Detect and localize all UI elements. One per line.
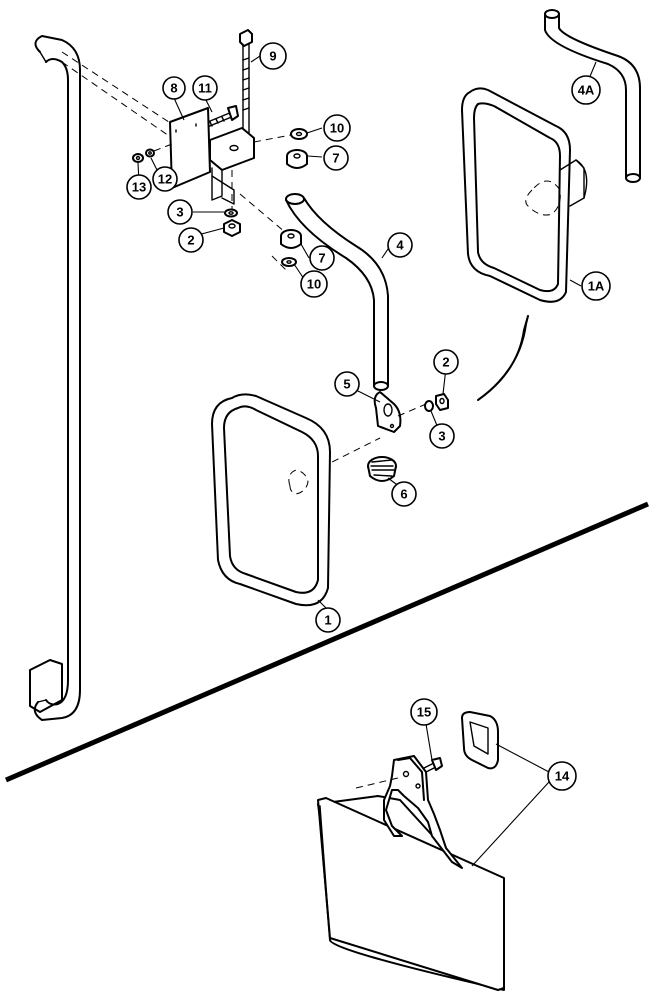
nut-2-upper — [223, 219, 241, 237]
callout-7-lower: 7 — [309, 245, 335, 271]
svg-text:1: 1 — [324, 613, 331, 628]
mirror-1A — [461, 87, 588, 303]
callout-11: 11 — [192, 75, 218, 101]
callout-6: 6 — [391, 481, 417, 507]
svg-text:3: 3 — [176, 205, 183, 220]
mirror-1 — [211, 393, 331, 607]
callout-7-upper: 7 — [323, 145, 349, 171]
svg-text:12: 12 — [158, 172, 172, 187]
svg-text:15: 15 — [417, 705, 431, 720]
callout-2-lower: 2 — [433, 349, 459, 375]
leader-lines — [137, 55, 597, 867]
clamp-5 — [373, 391, 402, 433]
svg-text:11: 11 — [198, 81, 212, 96]
visor-pad-14 — [461, 711, 499, 770]
callout-10-upper: 10 — [323, 114, 351, 142]
callout-10-lower: 10 — [300, 270, 328, 298]
mounting-bracket-8 — [169, 107, 255, 205]
svg-text:7: 7 — [318, 251, 325, 266]
callout-13: 13 — [126, 174, 152, 200]
nut-2-lower — [435, 393, 449, 411]
assembly-line-lower-washer — [271, 255, 289, 273]
svg-text:5: 5 — [343, 377, 350, 392]
svg-text:4A: 4A — [578, 83, 595, 98]
svg-text:10: 10 — [307, 277, 321, 292]
svg-text:2: 2 — [187, 233, 194, 248]
svg-text:1A: 1A — [588, 279, 605, 294]
alternate-position-arrow — [477, 315, 529, 401]
svg-text:6: 6 — [400, 487, 407, 502]
section-divider-line — [5, 501, 649, 783]
washer-10-upper — [290, 128, 308, 140]
svg-text:7: 7 — [332, 151, 339, 166]
callout-2-upper: 2 — [178, 227, 204, 253]
svg-text:3: 3 — [438, 429, 445, 444]
callout-1: 1 — [315, 607, 341, 633]
nut-13 — [132, 153, 144, 163]
callout-15: 15 — [410, 698, 438, 726]
bushing-7-lower — [280, 229, 302, 249]
assembly-line-nut-13 — [153, 143, 173, 152]
bolt-9 — [239, 29, 253, 149]
callout-3-lower: 3 — [429, 423, 455, 449]
washer-3-lower — [424, 400, 434, 412]
grab-handle — [29, 35, 81, 721]
assembly-line-clamp — [397, 403, 427, 417]
mirror-arm-4A — [544, 9, 641, 183]
callout-1A: 1A — [581, 271, 611, 301]
svg-text:13: 13 — [132, 180, 146, 195]
callout-3-upper: 3 — [167, 199, 193, 225]
washer-3-upper — [224, 208, 238, 218]
svg-text:14: 14 — [555, 769, 570, 784]
callout-9: 9 — [259, 42, 287, 70]
assembly-line-bracket-right — [253, 133, 297, 143]
washer-12 — [145, 148, 155, 158]
ball-socket-6 — [367, 456, 397, 482]
callout-4A: 4A — [571, 75, 601, 105]
callout-5: 5 — [334, 371, 360, 397]
svg-text:10: 10 — [330, 121, 344, 136]
bushing-7-upper — [286, 149, 308, 169]
svg-text:9: 9 — [269, 49, 276, 64]
assembly-line-handle-bracket-2 — [61, 61, 173, 139]
washer-10-lower — [281, 257, 297, 267]
callout-14: 14 — [547, 761, 577, 791]
callout-4: 4 — [387, 232, 413, 258]
svg-text:8: 8 — [170, 81, 177, 96]
callout-12: 12 — [152, 166, 178, 192]
svg-text:2: 2 — [442, 355, 449, 370]
screw-15 — [423, 757, 443, 773]
svg-text:4: 4 — [396, 238, 404, 253]
sun-visor-14 — [317, 755, 505, 991]
callout-8: 8 — [162, 76, 186, 100]
mirror-arm-4 — [285, 193, 389, 391]
